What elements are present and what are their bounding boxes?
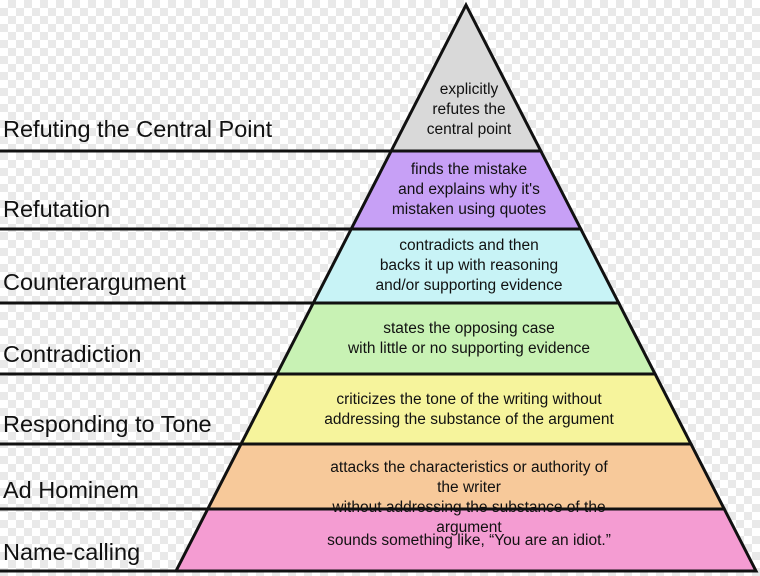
level-label-contradiction: Contradiction: [3, 341, 142, 367]
level-label-responding-to-tone: Responding to Tone: [3, 411, 212, 437]
level-label-refutation: Refutation: [3, 196, 111, 222]
level-label-counterargument: Counterargument: [3, 269, 186, 295]
level-description-responding-to-tone: criticizes the tone of the writing witho…: [324, 391, 614, 428]
level-description-name-calling: sounds something like, “You are an idiot…: [327, 532, 611, 549]
level-description-refutation: finds the mistake and explains why it's …: [391, 161, 547, 218]
level-description-ad-hominem: attacks the characteristics or authority…: [330, 459, 608, 536]
level-label-name-calling: Name-calling: [3, 539, 141, 565]
level-description-refuting-central-point: explicitly refutes the central point: [426, 81, 512, 138]
pyramid-band-name-calling: [173, 507, 759, 573]
level-description-contradiction: states the opposing case with little or …: [347, 320, 591, 357]
level-label-refuting-central-point: Refuting the Central Point: [3, 116, 273, 142]
level-label-ad-hominem: Ad Hominem: [3, 477, 139, 503]
level-description-counterargument: contradicts and then backs it up with re…: [375, 237, 563, 294]
